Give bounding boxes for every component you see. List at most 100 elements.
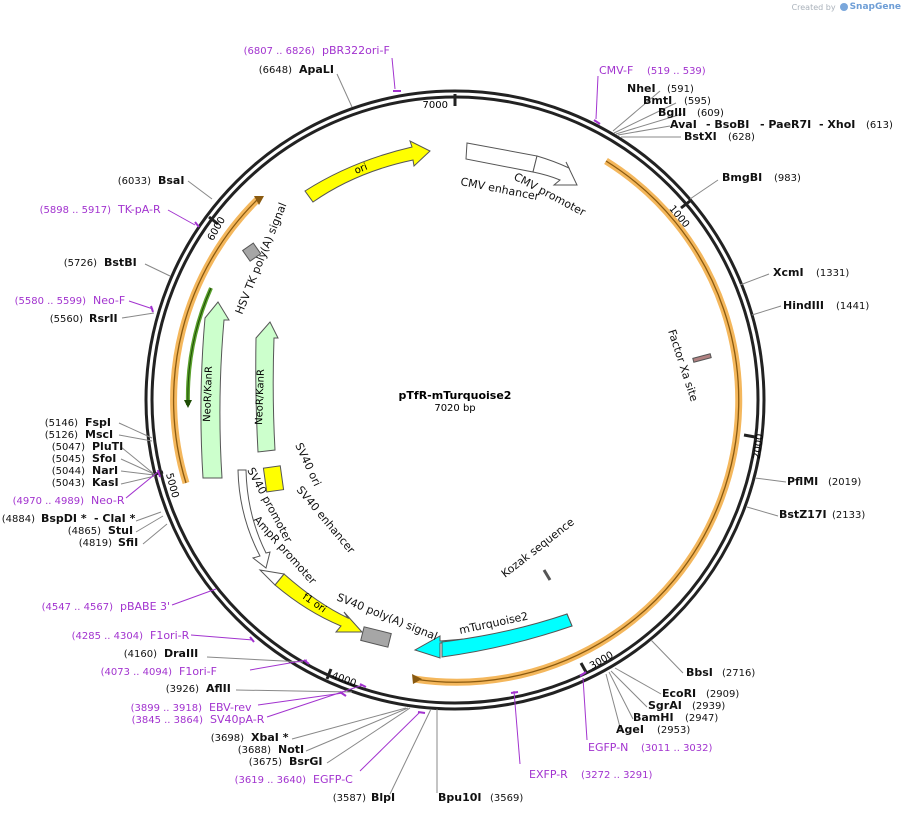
- svg-text:TK-pA-R: TK-pA-R: [117, 203, 161, 216]
- svg-text:(3011 .. 3032): (3011 .. 3032): [641, 743, 713, 754]
- primer-neo-f[interactable]: (5580 .. 5599)Neo-F: [15, 294, 126, 307]
- orf-arc-left-core: [172, 198, 259, 484]
- feature-sv40-enhancer[interactable]: SV40 enhancer: [294, 484, 358, 557]
- svg-text:BstXI: BstXI: [684, 130, 717, 143]
- primer-egfp-c[interactable]: (3619 .. 3640)EGFP-C: [235, 773, 354, 786]
- enzyme-bstxi[interactable]: BstXI (628): [684, 130, 755, 143]
- svg-text:- ClaI *: - ClaI *: [94, 512, 136, 525]
- enzyme-xcmi[interactable]: XcmI (1331): [773, 266, 849, 279]
- enzyme-agei[interactable]: AgeI(2953): [616, 723, 690, 736]
- enzyme-bstz17i[interactable]: BstZ17I(2133): [779, 508, 865, 521]
- credit-prefix: Created by: [791, 2, 836, 12]
- primer-exfp-r[interactable]: EXFP-R(3272 .. 3291): [529, 768, 653, 781]
- svg-text:BmtI: BmtI: [643, 94, 672, 107]
- feature-neor-kanr-outer[interactable]: NeoR/KanR: [200, 301, 230, 479]
- enzyme-ecori[interactable]: EcoRI(2909): [662, 687, 739, 700]
- svg-text:XbaI *: XbaI *: [251, 731, 289, 744]
- enzyme-pflmi[interactable]: PflMI(2019): [787, 475, 861, 488]
- primer-neo-r[interactable]: (4970 .. 4989)Neo-R: [13, 494, 125, 507]
- svg-text:(3587): (3587): [333, 793, 366, 804]
- enzyme-bmti[interactable]: BmtI(595): [643, 94, 711, 107]
- svg-text:SfoI: SfoI: [92, 452, 116, 465]
- enzyme-bstbi[interactable]: (5726)BstBI: [64, 256, 137, 269]
- svg-text:NotI: NotI: [278, 743, 304, 756]
- enzyme-apali[interactable]: (6648)ApaLI: [259, 63, 334, 76]
- primer-pbabe-3[interactable]: (4547 .. 4567)pBABE 3': [42, 600, 171, 613]
- svg-text:BamHI: BamHI: [633, 711, 674, 724]
- svg-text:(1331): (1331): [816, 268, 849, 279]
- enzyme-bsai[interactable]: (6033)BsaI: [118, 174, 185, 187]
- enzyme-bbsi[interactable]: BbsI(2716): [686, 666, 755, 679]
- svg-text:(6648): (6648): [259, 65, 292, 76]
- enzyme-sfii[interactable]: (4819)SfiI: [79, 536, 138, 549]
- enzyme-xbai[interactable]: (3698)XbaI *: [211, 731, 289, 744]
- enzyme-hindiii[interactable]: HindIII(1441): [783, 299, 869, 312]
- svg-text:EXFP-R: EXFP-R: [529, 768, 568, 781]
- svg-text:(2019): (2019): [828, 477, 861, 488]
- svg-text:SV40pA-R: SV40pA-R: [210, 713, 265, 726]
- enzyme-bpu10i[interactable]: Bpu10I(3569): [438, 791, 523, 804]
- enzyme-bsrgi[interactable]: (3675)BsrGI: [249, 755, 323, 768]
- enzyme-bspdi-clai[interactable]: (4884) BspDI * - ClaI *: [2, 512, 136, 525]
- enzyme-sgrai[interactable]: SgrAI(2939): [648, 699, 725, 712]
- tick-label-3000: 3000: [588, 650, 616, 672]
- enzyme-fspi[interactable]: (5146)FspI: [45, 416, 111, 429]
- feature-ori[interactable]: ori: [304, 140, 431, 203]
- primer-tk-pa-r[interactable]: (5898 .. 5917)TK-pA-R: [40, 203, 161, 216]
- orf-arc-left-head: [254, 196, 264, 205]
- feature-kozak-sequence[interactable]: Kozak sequence: [499, 515, 577, 581]
- svg-text:StuI: StuI: [108, 524, 133, 537]
- svg-text:EGFP-N: EGFP-N: [588, 741, 628, 754]
- svg-text:AvaI: AvaI: [670, 118, 697, 131]
- enzyme-avai-group[interactable]: AvaI - BsoBI - PaeR7I - XhoI (613): [670, 118, 893, 131]
- svg-text:KasI: KasI: [92, 476, 119, 489]
- enzyme-msci[interactable]: (5126)MscI: [45, 428, 113, 441]
- primer-ebv-rev[interactable]: (3899 .. 3918)EBV-rev: [131, 701, 252, 714]
- enzyme-rsrii[interactable]: (5560) RsrII: [50, 312, 118, 325]
- enzyme-blpi[interactable]: (3587)BlpI: [333, 791, 395, 804]
- svg-text:(5047): (5047): [52, 442, 85, 453]
- backbone-outer-ring: [144, 89, 766, 711]
- plasmid-size: 7020 bp: [434, 403, 475, 414]
- svg-text:RsrII: RsrII: [89, 312, 118, 325]
- tick-6000: [208, 215, 219, 226]
- enzyme-stui[interactable]: (4865)StuI: [68, 524, 133, 537]
- orf-arc-right: [413, 158, 743, 686]
- svg-text:F1ori-F: F1ori-F: [179, 665, 217, 678]
- enzyme-bmgbi[interactable]: BmgBI(983): [722, 171, 801, 184]
- enzyme-sfoi[interactable]: (5045)SfoI: [52, 452, 117, 465]
- enzyme-nari[interactable]: (5044)NarI: [52, 464, 118, 477]
- enzyme-draiii[interactable]: (4160)DraIII: [124, 647, 199, 660]
- svg-text:(5560): (5560): [50, 314, 83, 325]
- feature-mturquoise2[interactable]: mTurquoise2: [413, 610, 573, 659]
- svg-text:(3845 .. 3864): (3845 .. 3864): [132, 715, 204, 726]
- enzyme-nhei[interactable]: NheI(591): [627, 82, 694, 95]
- feature-label-neor-outer: NeoR/KanR: [202, 366, 215, 422]
- svg-text:(628): (628): [728, 132, 755, 143]
- enzyme-pluti[interactable]: (5047)PluTI: [52, 440, 124, 453]
- primer-f1ori-f[interactable]: (4073 .. 4094)F1ori-F: [101, 665, 217, 678]
- svg-text:XcmI: XcmI: [773, 266, 804, 279]
- feature-label-neor-inner: NeoR/KanR: [254, 369, 267, 425]
- svg-text:AgeI: AgeI: [616, 723, 644, 736]
- svg-text:BsaI: BsaI: [158, 174, 184, 187]
- primer-egfp-n[interactable]: EGFP-N (3011 .. 3032): [588, 741, 713, 754]
- svg-text:BglII: BglII: [658, 106, 686, 119]
- feature-cmv-enhancer[interactable]: CMV enhancer: [459, 142, 541, 203]
- svg-text:(4160): (4160): [124, 649, 157, 660]
- svg-text:(5043): (5043): [52, 478, 85, 489]
- enzyme-aflii[interactable]: (3926)AflII: [166, 682, 231, 695]
- enzyme-bamhi[interactable]: BamHI(2947): [633, 711, 718, 724]
- feature-neor-kanr-inner[interactable]: NeoR/KanR: [254, 321, 279, 453]
- svg-text:(3619 .. 3640): (3619 .. 3640): [235, 775, 307, 786]
- enzyme-noti[interactable]: (3688)NotI: [238, 743, 304, 756]
- primer-f1ori-r[interactable]: (4285 .. 4304)F1ori-R: [72, 629, 190, 642]
- primer-sv40pa-r[interactable]: (3845 .. 3864) SV40pA-R: [132, 713, 265, 726]
- svg-text:- BsoBI: - BsoBI: [706, 118, 749, 131]
- primer-pbr322ori-f[interactable]: (6807 .. 6826)pBR322ori-F: [244, 44, 390, 57]
- enzyme-bglii[interactable]: BglII(609): [658, 106, 724, 119]
- enzyme-kasi[interactable]: (5043) KasI: [52, 476, 119, 489]
- enzyme-leader-lines: [118, 73, 787, 795]
- feature-factor-xa-site[interactable]: Factor Xa site: [665, 328, 712, 403]
- primer-cmv-f[interactable]: CMV-F(519 .. 539): [599, 64, 706, 77]
